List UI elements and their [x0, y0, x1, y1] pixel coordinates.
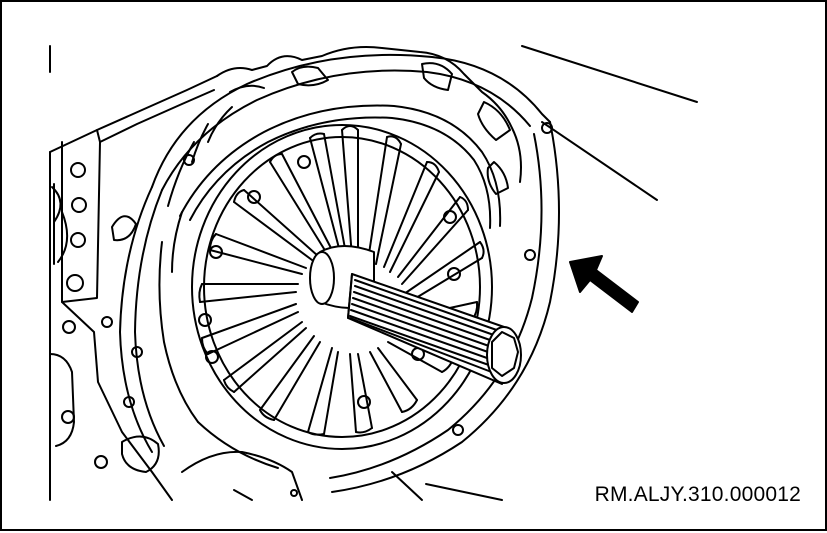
- clutch-cover: [121, 46, 522, 501]
- alignment-tool: [309, 245, 522, 385]
- background-outline: [391, 45, 698, 501]
- arrow-icon: [569, 255, 639, 313]
- figure-reference-code: RM.ALJY.310.000012: [594, 483, 801, 506]
- engine-block: [49, 45, 218, 501]
